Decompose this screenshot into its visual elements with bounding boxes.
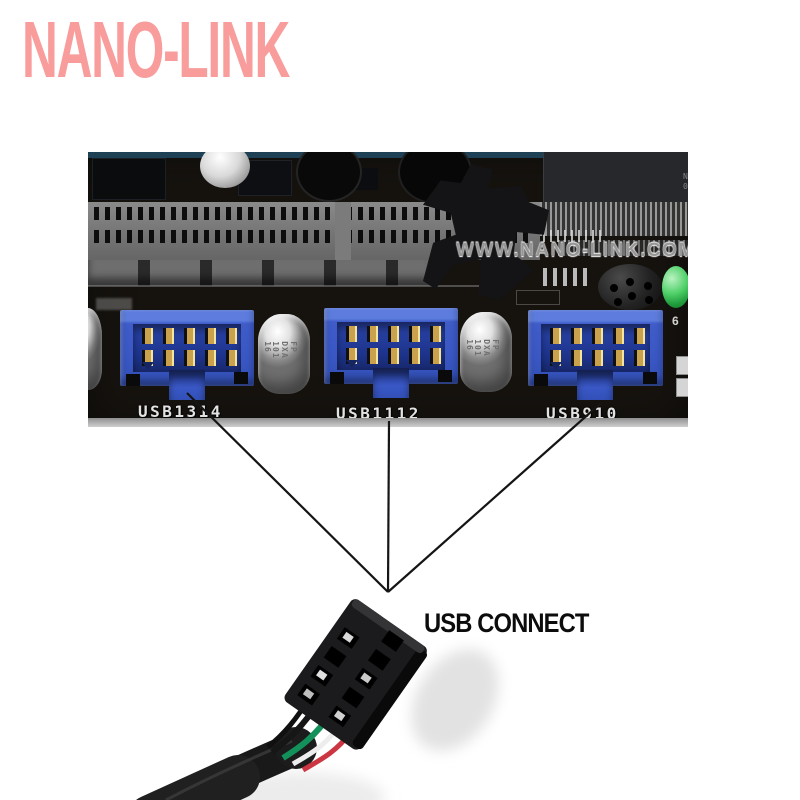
watermark: WWW.NANO-LINK.COM — [456, 240, 688, 261]
cap-mark-line: FP — [289, 341, 299, 353]
usb-header-foot — [534, 374, 548, 386]
cable-highlight — [165, 739, 293, 800]
usb-header-pins-row — [544, 328, 646, 344]
cable-strain-relief — [275, 727, 317, 769]
pin1-marker — [346, 360, 358, 368]
pin1-marker — [142, 362, 154, 370]
cap-mark-line: DXA — [280, 341, 290, 359]
cable-thick-section — [136, 755, 260, 800]
pcie-slot-key — [335, 202, 351, 260]
usb-header-foot — [643, 372, 657, 384]
connector-top-bevel — [351, 599, 425, 654]
silkscreen-digit: 6 — [672, 314, 679, 328]
pin1-marker — [550, 362, 562, 370]
pin-contact — [316, 669, 328, 681]
usb-header-key-notch — [169, 370, 205, 400]
chip-pins — [558, 240, 688, 256]
pcb-trace — [88, 285, 488, 287]
pin-contact — [342, 631, 354, 643]
cap-mark-line: 16 — [262, 341, 272, 353]
brand-logo: NANO-LINK — [22, 5, 290, 94]
annotation-line-middle — [386, 420, 391, 593]
cap-mark-line: DXA — [482, 339, 492, 357]
wire-white — [291, 720, 345, 767]
io-controller-chip: NCT6776F 0406SCE039B005FA — [543, 152, 688, 202]
electrolytic-capacitor: FP DXA 101 16 — [258, 314, 310, 394]
silkscreen-box — [516, 290, 560, 305]
usb-header-pins-row — [544, 350, 646, 366]
capacitor-marking: FP DXA 101 16 — [263, 315, 299, 367]
motherboard-photo: NCT6776F 0406SCE039B005FA WWW.NANO-LINK.… — [88, 152, 688, 427]
pin-hole — [297, 683, 321, 706]
pin-contact — [302, 688, 315, 700]
wire-black — [270, 698, 323, 755]
pin-contact — [360, 672, 372, 684]
solder-pads — [543, 230, 603, 242]
pin-hole — [341, 686, 365, 709]
electrolytic-capacitor — [88, 308, 102, 390]
smd-pads — [543, 268, 589, 286]
capacitor-black — [296, 152, 362, 202]
pin-contact — [333, 710, 346, 722]
usb-header-pins-row — [136, 350, 238, 366]
pin-hole — [367, 648, 391, 671]
cap-mark-line: 16 — [464, 339, 474, 351]
capacitor-top — [200, 152, 250, 188]
usb-header-pins-row — [340, 326, 442, 342]
pcb-edge-strip — [88, 152, 688, 158]
usb-header-usb1112 — [324, 308, 458, 402]
usb-connect-label: USB CONNECT — [424, 608, 589, 638]
usb-header-foot — [330, 372, 344, 384]
connector-side-face — [352, 648, 428, 750]
chip-marking-line1: NCT6776F — [683, 172, 688, 181]
green-led — [662, 266, 688, 308]
cable-shadow — [215, 772, 385, 800]
pcie-slot-contacts — [94, 230, 532, 243]
usb-header-key-notch — [577, 370, 613, 400]
wire-red — [301, 731, 353, 773]
board-edge — [88, 418, 688, 427]
connector-body — [284, 599, 427, 750]
pin-hole — [381, 630, 404, 652]
usb-header-key-notch — [373, 368, 409, 398]
smd-component — [676, 356, 688, 375]
cable — [145, 733, 309, 800]
silkscreen-text-blur — [96, 298, 132, 310]
pcie-slot-contacts — [94, 207, 532, 220]
usb-header-pins-row — [340, 348, 442, 364]
cap-mark-line: 101 — [271, 341, 281, 359]
pcie-slot-base — [88, 260, 433, 286]
wire-black — [266, 692, 315, 749]
smd-chip — [92, 158, 166, 200]
usb-header-foot — [234, 372, 248, 384]
usb-header-foot — [438, 370, 452, 382]
pin-hole — [336, 627, 360, 649]
pin-hole — [323, 645, 347, 668]
pin-hole — [310, 664, 334, 687]
chip-marking-line2: 0406SCE039B005FA — [683, 181, 688, 191]
usb-header-usb1314 — [120, 310, 254, 404]
buzzer-holes — [626, 278, 634, 286]
pin-hole — [328, 705, 352, 728]
usb-header-foot — [126, 374, 140, 386]
smd-component — [676, 378, 688, 397]
cap-mark-line: 101 — [473, 339, 483, 357]
annotation-line-right — [387, 402, 602, 593]
pin-hole — [354, 667, 378, 690]
buzzer — [598, 264, 662, 310]
cap-mark-line: FP — [491, 339, 501, 351]
usb-header-pins-row — [136, 328, 238, 344]
connector-shadow — [411, 649, 499, 751]
usb-header-usb910 — [528, 310, 663, 404]
usb-connector — [284, 599, 428, 750]
chip-marking: NCT6776F 0406SCE039B005FA — [553, 172, 688, 191]
wire-green — [281, 710, 335, 761]
electrolytic-capacitor: FP DXA 101 16 — [460, 312, 512, 392]
capacitor-marking: FP DXA 101 16 — [465, 313, 501, 365]
